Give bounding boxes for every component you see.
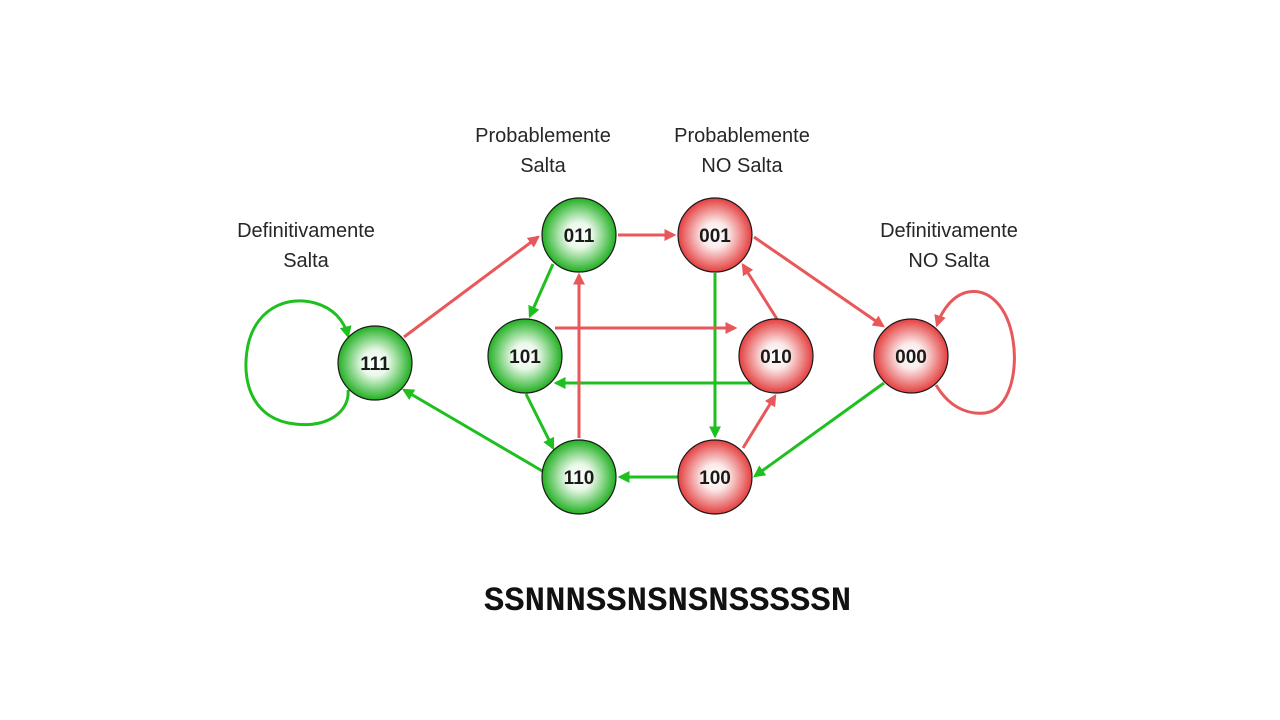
edge-100-to-010 bbox=[741, 393, 777, 449]
edge-000-self-loop bbox=[934, 290, 1016, 415]
state-nodes: 111 011 101 110 001 010 100 000 bbox=[337, 197, 949, 515]
edge-111-to-011 bbox=[403, 235, 540, 339]
state-label: 101 bbox=[509, 347, 541, 368]
state-label: 110 bbox=[564, 468, 595, 489]
edge-010-to-001 bbox=[741, 262, 779, 320]
state-label: 000 bbox=[895, 347, 927, 368]
state-node-110: 110 bbox=[541, 439, 617, 515]
state-label: 111 bbox=[360, 354, 390, 375]
state-node-100: 100 bbox=[677, 439, 753, 515]
state-node-111: 111 bbox=[337, 325, 413, 401]
state-label: 011 bbox=[564, 226, 595, 247]
state-node-011: 011 bbox=[541, 197, 617, 273]
branch-sequence: SSNNNSSNSNSNSSSSSN bbox=[483, 583, 852, 621]
state-label: 010 bbox=[760, 347, 792, 368]
edge-000-to-100 bbox=[753, 381, 885, 478]
transition-arrows bbox=[244, 229, 1016, 483]
caption-probablemente-no-salta: Probablemente NO Salta bbox=[674, 125, 810, 177]
state-node-001: 001 bbox=[677, 197, 753, 273]
state-label: 001 bbox=[699, 226, 731, 247]
state-label: 100 bbox=[699, 468, 731, 489]
caption-probablemente-salta: Probablemente Salta bbox=[475, 125, 611, 177]
caption-definitivamente-no-salta: Definitivamente NO Salta bbox=[880, 220, 1018, 272]
state-node-101: 101 bbox=[487, 318, 563, 394]
edge-111-self-loop bbox=[244, 299, 352, 427]
edge-101-to-110 bbox=[524, 393, 555, 451]
state-node-000: 000 bbox=[873, 318, 949, 394]
state-node-010: 010 bbox=[738, 318, 814, 394]
edge-011-to-101 bbox=[528, 263, 555, 319]
edge-110-to-111 bbox=[401, 388, 545, 474]
caption-definitivamente-salta: Definitivamente Salta bbox=[237, 220, 375, 272]
edge-001-to-000 bbox=[753, 235, 885, 328]
